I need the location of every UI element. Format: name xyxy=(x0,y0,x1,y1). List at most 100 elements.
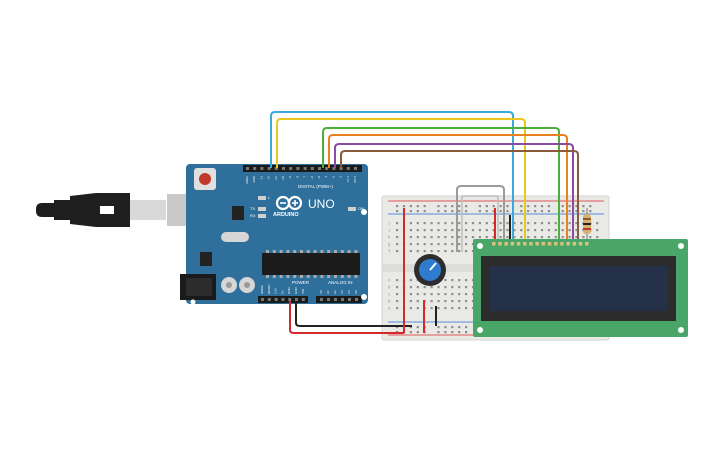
on-led-label: ON xyxy=(358,206,364,211)
digital-pin-hole[interactable] xyxy=(246,167,249,170)
digital-pin-hole[interactable] xyxy=(267,167,271,170)
digital-pin-hole[interactable] xyxy=(260,167,264,170)
digital-pin-label: 13 xyxy=(259,176,263,180)
power-pin-label: IOREF xyxy=(260,285,264,294)
lcd-module[interactable] xyxy=(473,239,688,337)
analog-header[interactable] xyxy=(316,296,362,303)
digital-header-label: DIGITAL (PWM~) xyxy=(298,184,333,189)
power-pin-hole[interactable] xyxy=(295,298,298,301)
digital-pin-hole[interactable] xyxy=(303,167,307,170)
analog-pin-hole[interactable] xyxy=(320,298,323,301)
lcd-pin[interactable] xyxy=(516,242,521,246)
power-pin-label: 5V xyxy=(280,290,284,294)
l-led-label: L xyxy=(268,195,271,200)
breadboard-row-letter: g xyxy=(388,242,391,247)
breadboard-row-letter: h xyxy=(388,235,391,240)
wires[interactable] xyxy=(270,111,579,334)
power-pin-label: GND xyxy=(294,287,298,295)
analog-pin-label: A2 xyxy=(333,290,337,294)
analog-pin-hole[interactable] xyxy=(341,298,344,301)
lcd-pin[interactable] xyxy=(529,242,533,246)
lcd-screen xyxy=(490,266,668,311)
wire-grey-loop xyxy=(456,185,505,252)
lcd-pin[interactable] xyxy=(535,242,539,246)
power-pin-hole[interactable] xyxy=(288,298,292,301)
digital-pin-label: 12 xyxy=(267,176,271,180)
lcd-pin[interactable] xyxy=(547,242,552,246)
digital-pin-label: RX 0 xyxy=(353,176,357,183)
resistor-icon[interactable] xyxy=(583,208,591,242)
analog-pin-hole[interactable] xyxy=(334,298,337,301)
analog-pin-hole[interactable] xyxy=(355,298,358,301)
lcd-pin-header xyxy=(492,242,589,246)
digital-pin-label: ~3 xyxy=(331,176,335,180)
regulator-chip xyxy=(200,252,212,266)
digital-pin-label: ~6 xyxy=(310,176,314,180)
lcd-pin[interactable] xyxy=(566,242,570,246)
digital-pin-hole[interactable] xyxy=(289,167,293,170)
lcd-pin[interactable] xyxy=(585,242,589,246)
digital-pin-hole[interactable] xyxy=(296,167,300,170)
rx-led-label: RX xyxy=(250,213,256,218)
digital-header[interactable] xyxy=(243,165,362,172)
analog-pin-hole[interactable] xyxy=(327,298,330,301)
power-pin-hole[interactable] xyxy=(281,298,285,301)
analog-header-label: ANALOG IN xyxy=(328,280,353,285)
wire-yellow xyxy=(276,118,526,245)
lcd-pin[interactable] xyxy=(523,242,527,246)
lcd-pin[interactable] xyxy=(541,242,546,246)
digital-pin-label: 7 xyxy=(303,176,307,178)
analog-pin-label: A1 xyxy=(326,290,330,294)
wire-green xyxy=(322,127,560,245)
digital-pin-hole[interactable] xyxy=(332,167,336,170)
lcd-pin[interactable] xyxy=(578,242,583,246)
analog-pin-label: A5 xyxy=(354,290,358,294)
power-pin-label: 3.3V xyxy=(274,288,278,294)
digital-pin-hole[interactable] xyxy=(310,167,314,170)
reset-button-cap[interactable] xyxy=(199,173,211,185)
lcd-pin[interactable] xyxy=(498,242,502,246)
analog-pin-label: A4 xyxy=(347,290,351,294)
wire-black-gnd xyxy=(295,301,412,327)
digital-pin-label: TX 1 xyxy=(346,176,350,183)
power-pin-hole[interactable] xyxy=(274,298,278,301)
wire-red-5v xyxy=(289,301,404,334)
digital-pin-hole[interactable] xyxy=(339,167,343,170)
digital-pin-hole[interactable] xyxy=(253,167,257,170)
power-pin-hole[interactable] xyxy=(267,298,271,301)
breadboard-row-letter: a xyxy=(388,306,391,311)
digital-pin-hole[interactable] xyxy=(354,167,357,170)
digital-header-holes xyxy=(246,167,357,170)
bottom-header-holes xyxy=(261,298,358,301)
digital-pin-hole[interactable] xyxy=(318,167,321,170)
digital-pin-label: 4 xyxy=(324,176,328,178)
power-pin-label: RESET xyxy=(267,284,271,294)
lcd-pin[interactable] xyxy=(572,242,577,246)
wire-purple xyxy=(334,143,574,245)
breadboard-row-letter: f xyxy=(388,249,391,254)
digital-pin-hole[interactable] xyxy=(325,167,329,170)
analog-pin-label: A3 xyxy=(340,290,344,294)
potentiometer-icon[interactable] xyxy=(414,254,446,286)
lcd-pin[interactable] xyxy=(554,242,558,246)
digital-pin-hole[interactable] xyxy=(346,167,350,170)
usb-cable-icon[interactable] xyxy=(36,193,211,227)
arduino-brand: ARDUINO xyxy=(273,212,299,218)
arduino-infinity-logo-icon xyxy=(275,195,303,211)
lcd-pin[interactable] xyxy=(492,242,496,246)
breadboard-row-letter: b xyxy=(388,299,391,304)
digital-pin-hole[interactable] xyxy=(274,167,278,170)
lcd-pin[interactable] xyxy=(560,242,564,246)
power-pin-label: GND xyxy=(287,287,291,295)
power-pin-hole[interactable] xyxy=(301,298,305,301)
analog-pin-hole[interactable] xyxy=(348,298,351,301)
lcd-pin[interactable] xyxy=(510,242,515,246)
lcd-pin[interactable] xyxy=(504,242,508,246)
digital-pin-hole[interactable] xyxy=(282,167,285,170)
power-pin-hole[interactable] xyxy=(261,298,264,301)
